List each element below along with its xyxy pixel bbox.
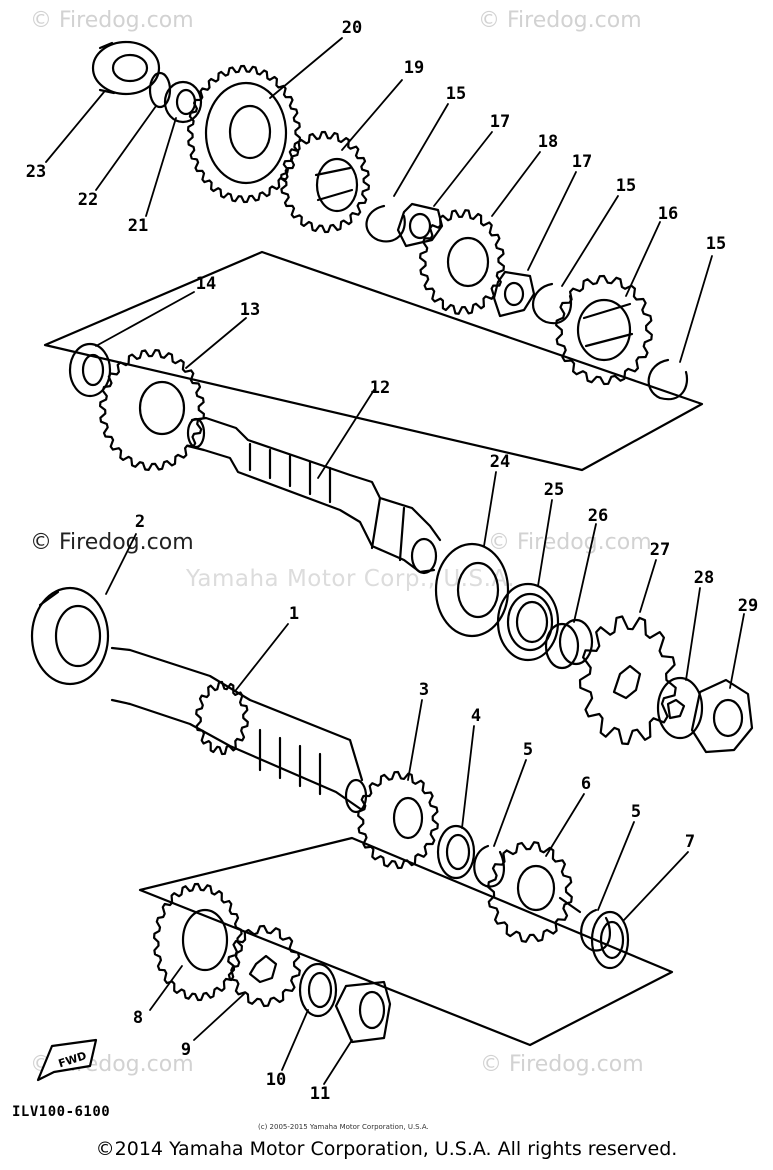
part-label-19: 19 (403, 58, 425, 78)
watermark-top-right: © Firedog.com (478, 8, 642, 33)
part-label-9: 9 (180, 1040, 192, 1060)
part-label-14: 14 (195, 274, 217, 294)
part-label-24: 24 (489, 452, 511, 472)
lower-assembly-outline (138, 836, 674, 1047)
circlip-15-c (647, 358, 689, 401)
part-label-29: 29 (737, 596, 759, 616)
upper-assembly-outline (43, 250, 704, 472)
circlip-15-a (365, 204, 406, 243)
gear-20 (187, 64, 301, 204)
part-label-4: 4 (470, 706, 482, 726)
bearing-24 (434, 542, 510, 638)
part-label-21: 21 (127, 216, 149, 236)
part-label-27: 27 (649, 540, 671, 560)
nut-29 (690, 678, 754, 754)
part-label-23: 23 (25, 162, 47, 182)
watermark-mid-left: © Firedog.com (30, 530, 194, 555)
gear-18 (419, 209, 505, 315)
part-label-25: 25 (543, 480, 565, 500)
part-label-20: 20 (341, 18, 363, 38)
part-label-11: 11 (309, 1084, 331, 1104)
washer-17-b (492, 270, 536, 318)
part-label-15: 15 (615, 176, 637, 196)
watermark-mid-right: © Firedog.com (488, 530, 652, 555)
oil-seal-25 (496, 582, 560, 662)
footer-copyright: ©2014 Yamaha Motor Corporation, U.S.A. A… (95, 1138, 678, 1160)
gear-8 (153, 882, 243, 1002)
part-label-17: 17 (571, 152, 593, 172)
part-label-2: 2 (134, 512, 146, 532)
part-label-13: 13 (239, 300, 261, 320)
part-label-12: 12 (369, 378, 391, 398)
part-label-26: 26 (587, 506, 609, 526)
circlip-15-b (531, 282, 573, 325)
part-label-1: 1 (288, 604, 300, 624)
gear-3 (357, 770, 439, 870)
main-axle-12 (186, 416, 442, 575)
part-label-28: 28 (693, 568, 715, 588)
circlip-22 (148, 71, 172, 109)
watermark-bottom-right: © Firedog.com (480, 1052, 644, 1077)
washer-10 (298, 962, 338, 1018)
drive-axle-1 (110, 646, 368, 814)
washer-4 (436, 824, 476, 880)
part-label-17: 17 (489, 112, 511, 132)
fwd-arrow (36, 1038, 98, 1082)
small-copyright: (c) 2005-2015 Yamaha Motor Corporation, … (258, 1123, 429, 1131)
watermark-top-left: © Firedog.com (30, 8, 194, 33)
part-label-6: 6 (580, 774, 592, 794)
part-label-15: 15 (445, 84, 467, 104)
part-label-7: 7 (684, 832, 696, 852)
lock-washer-28 (656, 676, 704, 740)
sprocket-27 (578, 615, 677, 746)
circlip-5-b (580, 908, 611, 952)
leader-lines (45, 37, 745, 1085)
diagram-code: ILV100-6100 (12, 1104, 111, 1120)
bearing-23 (91, 40, 161, 96)
washer-17-a (396, 202, 444, 248)
gear-16 (555, 274, 653, 386)
gear-19 (280, 130, 370, 234)
washer-14 (68, 342, 112, 398)
collar-26 (544, 618, 594, 670)
gear-9 (227, 924, 301, 1008)
part-label-3: 3 (418, 680, 430, 700)
part-label-5: 5 (630, 802, 642, 822)
part-label-18: 18 (537, 132, 559, 152)
gear-13 (99, 349, 205, 471)
part-label-22: 22 (77, 190, 99, 210)
circlip-5-a (473, 844, 505, 888)
bushing-11 (334, 980, 392, 1044)
part-label-10: 10 (265, 1070, 287, 1090)
bearing-2 (30, 586, 110, 686)
part-label-8: 8 (132, 1008, 144, 1028)
part-label-15: 15 (705, 234, 727, 254)
part-label-5: 5 (522, 740, 534, 760)
washer-7 (590, 910, 630, 970)
part-label-16: 16 (657, 204, 679, 224)
